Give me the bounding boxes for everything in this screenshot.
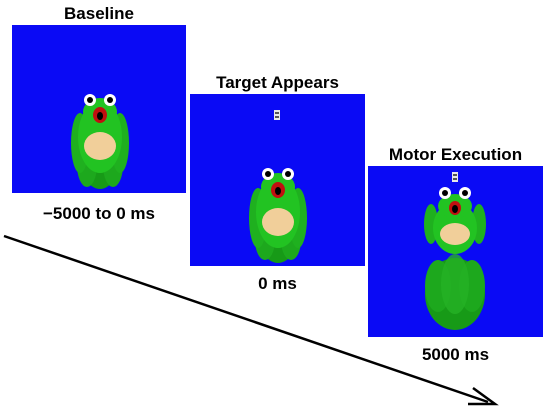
panel-time-motor-execution: 5000 ms bbox=[421, 345, 490, 364]
fly-target-icon bbox=[452, 172, 458, 182]
screen-motor-execution bbox=[368, 166, 543, 337]
frog-icon bbox=[249, 110, 307, 263]
frog-icon bbox=[71, 94, 129, 189]
panel-title-target-appears: Target Appears bbox=[216, 73, 339, 92]
screen-target-appears bbox=[190, 94, 365, 266]
panel-title-motor-execution: Motor Execution bbox=[388, 145, 523, 164]
panel-time-target-appears: 0 ms bbox=[258, 274, 297, 293]
panel-time-baseline: −5000 to 0 ms bbox=[43, 204, 155, 223]
frog-icon bbox=[424, 172, 486, 330]
panel-title-baseline: Baseline bbox=[64, 4, 134, 23]
screen-baseline bbox=[12, 25, 186, 193]
fly-target-icon bbox=[274, 110, 280, 120]
